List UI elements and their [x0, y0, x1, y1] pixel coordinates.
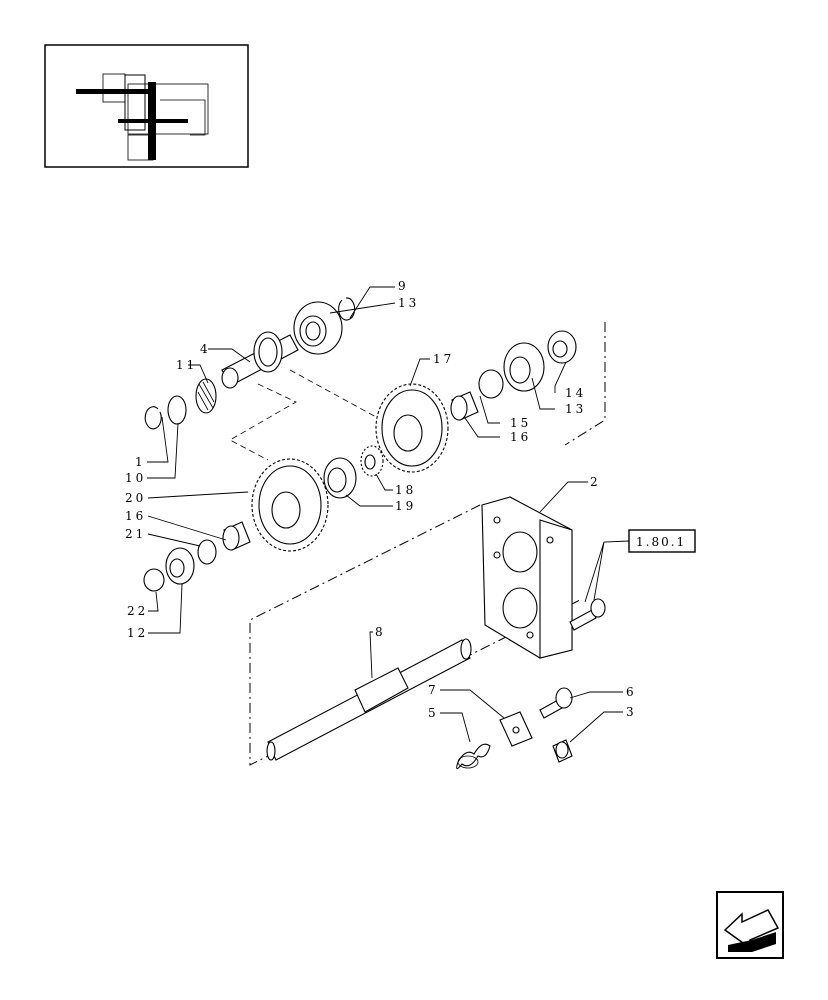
- shaft-gear-part: [221, 331, 299, 389]
- callout-13-lower: 13: [565, 402, 586, 416]
- assembly-location-thumbnail: [44, 44, 249, 168]
- bearing-part: [165, 547, 195, 585]
- callout-4: 4: [200, 342, 211, 356]
- bushing-part: [478, 369, 504, 399]
- alignment-line: [289, 369, 379, 419]
- reference-box-label: 1.80.1: [636, 535, 686, 549]
- reference-box[interactable]: 1.80.1: [628, 529, 696, 553]
- synchro-part: [323, 457, 357, 499]
- callout-12: 12: [127, 626, 148, 640]
- previous-page-arrow-icon[interactable]: [716, 891, 784, 959]
- leader-line: [584, 540, 630, 603]
- housing-plate-part: [481, 496, 573, 659]
- callout-13-upper: 13: [398, 296, 419, 310]
- circlip-part: [144, 406, 162, 430]
- callout-5: 5: [428, 706, 439, 720]
- bearing-part: [293, 301, 343, 355]
- callout-18: 18: [395, 483, 416, 497]
- callout-16-left: 16: [125, 509, 146, 523]
- callout-15: 15: [510, 416, 531, 430]
- bushing-part: [143, 568, 165, 592]
- callout-11: 11: [176, 358, 197, 372]
- bushing-part: [222, 521, 251, 551]
- callout-2: 2: [590, 475, 601, 489]
- callout-8: 8: [375, 625, 386, 639]
- detent-pin-part: [539, 687, 573, 719]
- alignment-line: [229, 383, 297, 461]
- callout-21: 21: [125, 527, 146, 541]
- callout-1: 1: [135, 455, 146, 469]
- gear-part: [251, 458, 329, 552]
- callout-6: 6: [626, 685, 637, 699]
- callout-9: 9: [398, 279, 409, 293]
- callout-10: 10: [125, 471, 146, 485]
- callout-14: 14: [565, 386, 586, 400]
- callout-22: 22: [127, 604, 148, 618]
- washer-part: [197, 539, 217, 565]
- callout-19: 19: [395, 499, 416, 513]
- callout-3: 3: [626, 705, 637, 719]
- bearing-part: [503, 342, 545, 392]
- needle-bearing-part: [195, 378, 217, 414]
- washer-part: [167, 395, 187, 425]
- small-gear-part: [360, 445, 384, 477]
- callout-20: 20: [125, 491, 146, 505]
- leader-lines: [147, 286, 623, 743]
- spacer-part: [450, 391, 479, 421]
- seal-part: [547, 330, 577, 364]
- spring-part: [456, 743, 491, 770]
- callout-16-right: 16: [510, 430, 531, 444]
- callout-17: 17: [433, 352, 454, 366]
- callout-7: 7: [428, 683, 439, 697]
- plug-part: [552, 739, 573, 763]
- large-gear-part: [375, 383, 449, 473]
- main-shaft-part: [266, 638, 472, 761]
- detent-plate-part: [499, 711, 533, 747]
- bolt-part: [569, 598, 606, 631]
- circlip-part: [338, 297, 356, 321]
